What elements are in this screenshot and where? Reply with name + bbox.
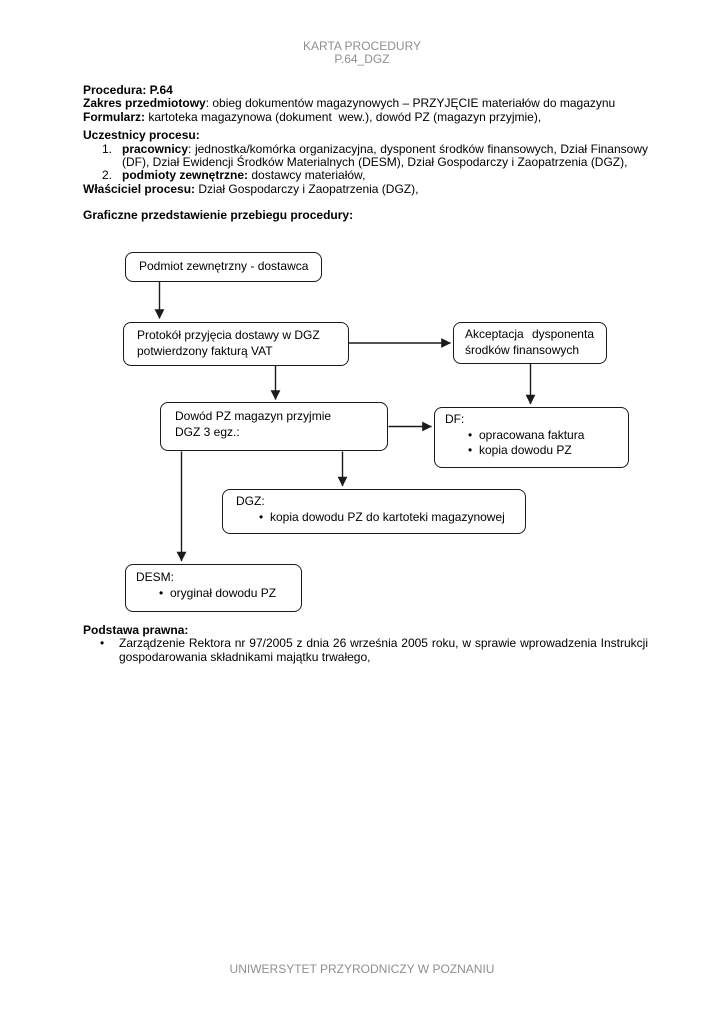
flow-box-desm-title: DESM:	[136, 570, 175, 584]
list-item: kopia dowodu PZ	[445, 443, 622, 459]
flow-box-df-list: opracowana faktura kopia dowodu PZ	[445, 428, 622, 459]
flow-box-desm: DESM: oryginał dowodu PZ	[125, 564, 302, 612]
flow-box-supplier-text: Podmiot zewnętrzny - dostawca	[139, 259, 309, 274]
legal-bullet-text: Zarządzenie Rektora nr 97/2005 z dnia 26…	[119, 636, 648, 664]
scope-line: Zakres przedmiotowy: obieg dokumentów ma…	[83, 97, 648, 110]
procedure-label: Procedura: P.64	[83, 83, 173, 97]
employees-label: pracownicy	[122, 141, 189, 156]
flow-box-dgz: DGZ: kopia dowodu PZ do kartoteki magazy…	[222, 489, 526, 534]
list-item-external: 2. podmioty zewnętrzne: dostawcy materiał…	[83, 168, 648, 183]
form-text: kartoteka magazynowa (dokument wew.), do…	[145, 109, 542, 124]
header-title: KARTA PROCEDURY	[302, 39, 422, 53]
list-number: 1.	[102, 141, 113, 156]
scope-text: : obieg dokumentów magazynowych – PRZYJĘ…	[205, 96, 616, 111]
owner-line: Właściciel procesu: Dział Gospodarczy i …	[83, 181, 648, 196]
form-label: Formularz:	[83, 109, 146, 124]
external-label: podmioty zewnętrzne:	[122, 168, 249, 183]
participants-heading: Uczestnicy procesu:	[83, 128, 200, 143]
diagram-heading: Graficzne przedstawienie przebiegu proce…	[83, 208, 354, 223]
doc-footer: UNIWERSYTET PRZYRODNICZY W POZNANIU	[229, 962, 495, 976]
list-item: kopia dowodu PZ do kartoteki magazynowej	[236, 510, 519, 526]
flow-box-pz-line2: DGZ 3 egz.:	[175, 424, 240, 439]
scope-label: Zakres przedmiotowy	[83, 96, 206, 111]
external-text: dostawcy materiałów,	[248, 168, 366, 183]
legal-title: Podstawa prawna:	[83, 623, 189, 637]
flow-box-supplier: Podmiot zewnętrzny - dostawca	[125, 252, 322, 282]
intro-section: Procedura: P.64 Zakres przedmiotowy: obi…	[83, 83, 648, 223]
flow-box-dgz-title: DGZ:	[236, 494, 265, 508]
flow-box-protocol: Protokół przyjęcia dostawy w DGZ potwier…	[123, 322, 349, 366]
list-item: opracowana faktura	[445, 428, 622, 444]
flow-box-protocol-line1: Protokół przyjęcia dostawy w DGZ	[137, 328, 320, 342]
flow-box-acceptance-line2: środków finansowych	[465, 342, 580, 357]
flow-box-df-title: DF:	[445, 412, 465, 426]
legal-bullet-item: Zarządzenie Rektora nr 97/2005 z dnia 26…	[83, 637, 648, 664]
owner-label: Właściciel procesu:	[83, 181, 196, 196]
flow-box-desm-list: oryginał dowodu PZ	[136, 586, 295, 602]
legal-section: Podstawa prawna: Zarządzenie Rektora nr …	[83, 623, 648, 664]
flow-box-dgz-list: kopia dowodu PZ do kartoteki magazynowej	[236, 510, 519, 526]
flow-box-acceptance: Akceptacja dysponenta środków finansowyc…	[453, 322, 607, 364]
employees-text: : jednostka/komórka organizacyjna, dyspo…	[122, 141, 648, 170]
flow-box-acceptance-line1: Akceptacja dysponenta	[465, 327, 594, 341]
procedure-line: Procedura: P.64	[83, 83, 648, 97]
flow-box-protocol-line2: potwierdzony fakturą VAT	[137, 343, 273, 358]
flow-box-df: DF: opracowana faktura kopia dowodu PZ	[434, 407, 629, 468]
form-line: Formularz: kartoteka magazynowa (dokumen…	[83, 109, 648, 124]
owner-text: Dział Gospodarczy i Zaopatrzenia (DGZ),	[195, 181, 419, 196]
list-item: oryginał dowodu PZ	[136, 586, 295, 602]
list-number: 2.	[102, 168, 113, 183]
header-subtitle: P.64_DGZ	[334, 52, 390, 66]
doc-header: KARTA PROCEDURY P.64_DGZ	[0, 40, 724, 66]
flow-box-pz: Dowód PZ magazyn przyjmie DGZ 3 egz.:	[160, 402, 388, 451]
flow-box-pz-line1: Dowód PZ magazyn przyjmie	[175, 409, 332, 423]
list-item-employees: 1. pracownicy: jednostka/komórka organiza…	[83, 141, 648, 170]
